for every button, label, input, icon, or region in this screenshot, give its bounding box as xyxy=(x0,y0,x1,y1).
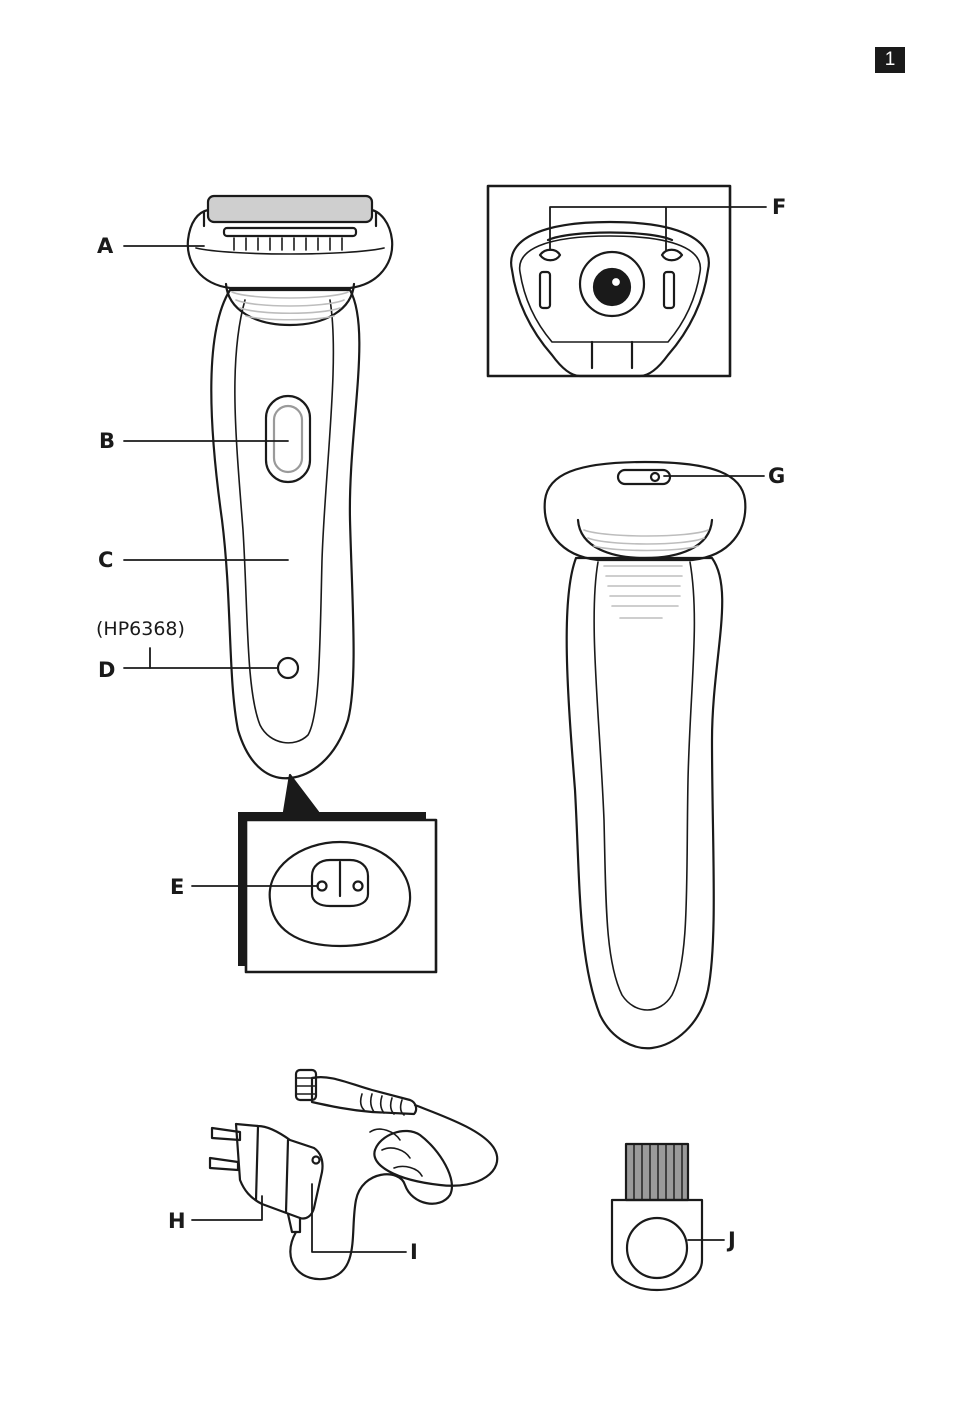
adapter-and-cord xyxy=(210,1070,497,1279)
leader-lines xyxy=(124,207,766,1252)
back-neck-ribs xyxy=(584,530,708,551)
inset-shadow xyxy=(238,812,426,966)
socket-inset xyxy=(238,812,436,972)
release-inset xyxy=(488,186,730,376)
center-hub-dot xyxy=(611,277,621,287)
release-slot-right xyxy=(664,272,674,308)
label-j: J xyxy=(728,1230,736,1251)
head-neck-f xyxy=(592,342,632,368)
cord-coil-1 xyxy=(370,1129,422,1176)
leader-f xyxy=(550,207,766,250)
model-note: (HP6368) xyxy=(96,620,185,639)
socket-pin-right xyxy=(354,882,363,891)
back-handle-inner xyxy=(594,562,694,1010)
brush-handle-hole xyxy=(627,1218,687,1278)
brush-bristles xyxy=(626,1144,688,1200)
back-grip-ribs xyxy=(604,566,682,618)
shaver-handle-outline xyxy=(211,290,359,778)
adapter-body xyxy=(236,1124,323,1219)
trimmer-blade xyxy=(224,228,356,236)
socket-callout-wedge xyxy=(284,775,318,812)
on-off-slide-outer xyxy=(266,396,310,482)
label-f: F xyxy=(772,197,786,218)
leader-i xyxy=(312,1184,406,1252)
label-c: C xyxy=(98,550,113,571)
release-slot-left xyxy=(540,272,550,308)
label-a: A xyxy=(97,236,113,257)
trimmer-teeth xyxy=(234,238,342,250)
release-latch-left xyxy=(540,250,560,261)
label-e: E xyxy=(170,877,184,898)
plug-pin-bottom xyxy=(210,1158,238,1170)
charging-light xyxy=(278,658,298,678)
release-latch-right xyxy=(662,250,682,261)
label-i: I xyxy=(410,1242,418,1263)
release-button-g xyxy=(618,470,670,484)
back-neck xyxy=(578,520,712,558)
label-b: B xyxy=(99,431,115,452)
label-g: G xyxy=(768,466,785,487)
label-h: H xyxy=(168,1211,186,1232)
shaving-foil xyxy=(208,196,372,222)
center-hub xyxy=(594,269,630,305)
label-d: D xyxy=(98,660,115,681)
adapter-cord xyxy=(290,1105,497,1279)
cleaning-brush xyxy=(612,1144,702,1290)
shaver-back-view xyxy=(545,462,746,1048)
leader-h xyxy=(192,1196,262,1220)
on-off-slide-inner xyxy=(274,406,302,472)
brush-handle xyxy=(612,1200,702,1290)
release-button-dot xyxy=(651,473,659,481)
adapter-socket xyxy=(313,1157,320,1164)
back-handle-outline xyxy=(567,558,723,1048)
adapter-front-face xyxy=(256,1126,288,1212)
shaver-front-view xyxy=(188,196,392,812)
shaving-head-band xyxy=(196,248,384,254)
